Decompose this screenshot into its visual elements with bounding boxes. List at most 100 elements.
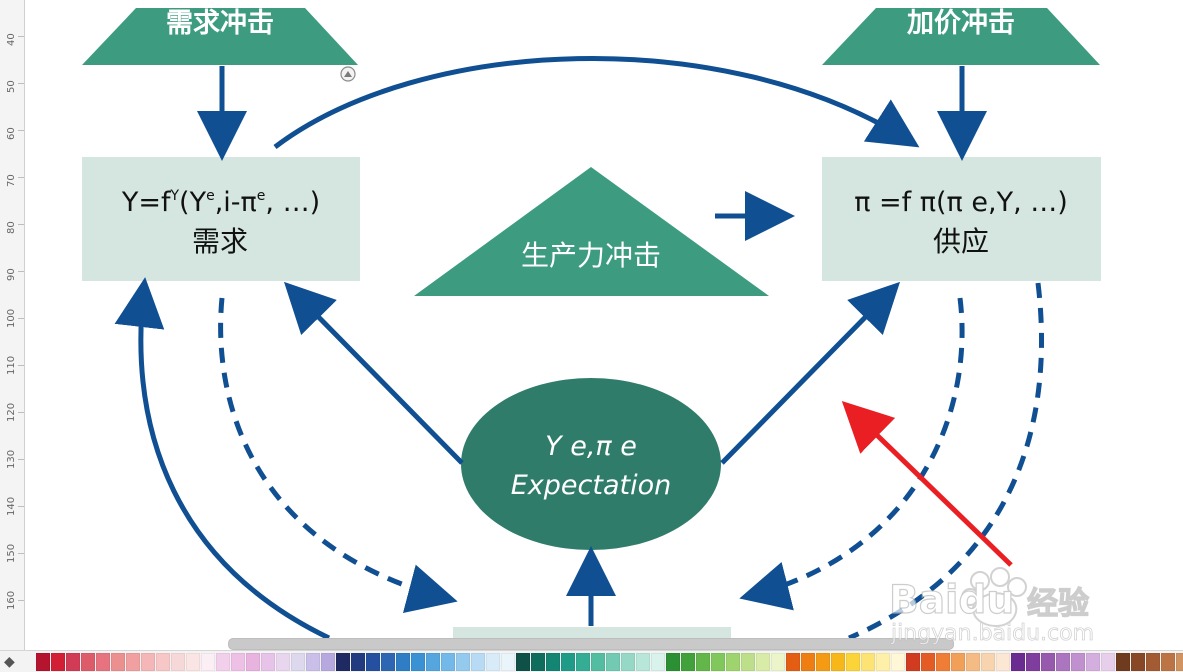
color-swatch[interactable] [440,652,455,671]
color-swatch[interactable] [110,652,125,671]
productivity-shock-shape[interactable] [414,167,769,296]
ruler-tick [18,83,24,84]
ruler-tick [18,36,24,37]
color-swatch[interactable] [65,652,80,671]
color-swatch[interactable] [920,652,935,671]
demand-shock-shape[interactable] [82,8,358,65]
color-swatch[interactable] [1100,652,1115,671]
color-swatch[interactable] [425,652,440,671]
color-swatch[interactable] [755,652,770,671]
color-swatch[interactable] [770,652,785,671]
color-swatch[interactable] [275,652,290,671]
demand-box[interactable] [82,157,360,281]
color-swatch[interactable] [710,652,725,671]
color-swatch[interactable] [995,652,1010,671]
color-swatch[interactable] [455,652,470,671]
color-swatch[interactable] [230,652,245,671]
color-swatch[interactable] [950,652,965,671]
color-swatch[interactable] [875,652,890,671]
color-swatch[interactable] [410,652,425,671]
color-swatch[interactable] [350,652,365,671]
markup-shock-shape[interactable] [822,8,1100,65]
color-swatch[interactable] [200,652,215,671]
color-swatch[interactable] [905,652,920,671]
color-swatch[interactable] [725,652,740,671]
color-swatch[interactable] [500,652,515,671]
color-swatch[interactable] [800,652,815,671]
color-swatch[interactable] [320,652,335,671]
color-palette[interactable]: ◆ [0,650,1183,672]
color-swatch[interactable] [665,652,680,671]
color-swatch[interactable] [35,652,50,671]
color-swatch[interactable] [1085,652,1100,671]
color-swatch[interactable] [245,652,260,671]
color-swatch[interactable] [635,652,650,671]
horizontal-scrollbar[interactable] [228,638,954,650]
color-swatch[interactable] [680,652,695,671]
economics-flow-diagram: 需求冲击 加价冲击 Y=fY(Ye,i-πe, …) 需求 π =f π(π e… [82,8,1101,650]
ruler-label: 80 [6,221,17,234]
color-swatch[interactable] [1130,652,1145,671]
color-swatch[interactable] [1070,652,1085,671]
color-swatch[interactable] [485,652,500,671]
color-swatch[interactable] [395,652,410,671]
color-swatch[interactable] [95,652,110,671]
color-swatch[interactable] [590,652,605,671]
demand-shock-label: 需求冲击 [166,8,274,39]
color-swatch[interactable] [845,652,860,671]
ruler-label: 140 [6,496,17,516]
paint-bucket-icon[interactable]: ◆ [4,653,15,670]
color-swatch[interactable] [1160,652,1175,671]
color-swatch[interactable] [965,652,980,671]
supply-label: 供应 [933,225,989,258]
color-swatch[interactable] [125,652,140,671]
color-swatch[interactable] [1010,652,1025,671]
color-swatch[interactable] [860,652,875,671]
expectation-ellipse[interactable] [461,378,721,550]
color-swatch[interactable] [50,652,65,671]
color-swatch[interactable] [650,652,665,671]
color-swatch[interactable] [1145,652,1160,671]
color-swatch[interactable] [140,652,155,671]
color-swatch[interactable] [785,652,800,671]
color-swatch[interactable] [890,652,905,671]
color-swatch[interactable] [605,652,620,671]
color-swatch[interactable] [335,652,350,671]
color-swatch[interactable] [215,652,230,671]
color-swatch[interactable] [185,652,200,671]
color-swatch[interactable] [170,652,185,671]
color-swatch[interactable] [575,652,590,671]
color-swatch[interactable] [1115,652,1130,671]
ruler-label: 110 [6,355,17,375]
ruler-label: 150 [6,543,17,563]
color-swatch[interactable] [1175,652,1183,671]
demand-formula-e1: e [206,188,215,204]
color-swatch[interactable] [1040,652,1055,671]
color-swatch[interactable] [365,652,380,671]
color-swatch[interactable] [830,652,845,671]
color-swatch[interactable] [1055,652,1070,671]
color-swatch[interactable] [1025,652,1040,671]
demand-formula-tail2: , …) [265,187,320,218]
demand-to-supply-arc [273,55,920,149]
color-swatch[interactable] [380,652,395,671]
color-swatch[interactable] [470,652,485,671]
color-swatch[interactable] [260,652,275,671]
color-swatch[interactable] [935,652,950,671]
color-swatch[interactable] [305,652,320,671]
color-swatch[interactable] [290,652,305,671]
color-swatch[interactable] [560,652,575,671]
supply-box[interactable] [822,157,1101,281]
color-swatch[interactable] [545,652,560,671]
color-swatch[interactable] [740,652,755,671]
color-swatch[interactable] [80,652,95,671]
color-swatch[interactable] [515,652,530,671]
color-swatch[interactable] [815,652,830,671]
color-swatch[interactable] [620,652,635,671]
color-swatch[interactable] [155,652,170,671]
color-swatch[interactable] [530,652,545,671]
color-swatch[interactable] [980,652,995,671]
diagram-canvas[interactable]: 需求冲击 加价冲击 Y=fY(Ye,i-πe, …) 需求 π =f π(π e… [25,0,1183,650]
ruler-tick [18,224,24,225]
color-swatch[interactable] [695,652,710,671]
